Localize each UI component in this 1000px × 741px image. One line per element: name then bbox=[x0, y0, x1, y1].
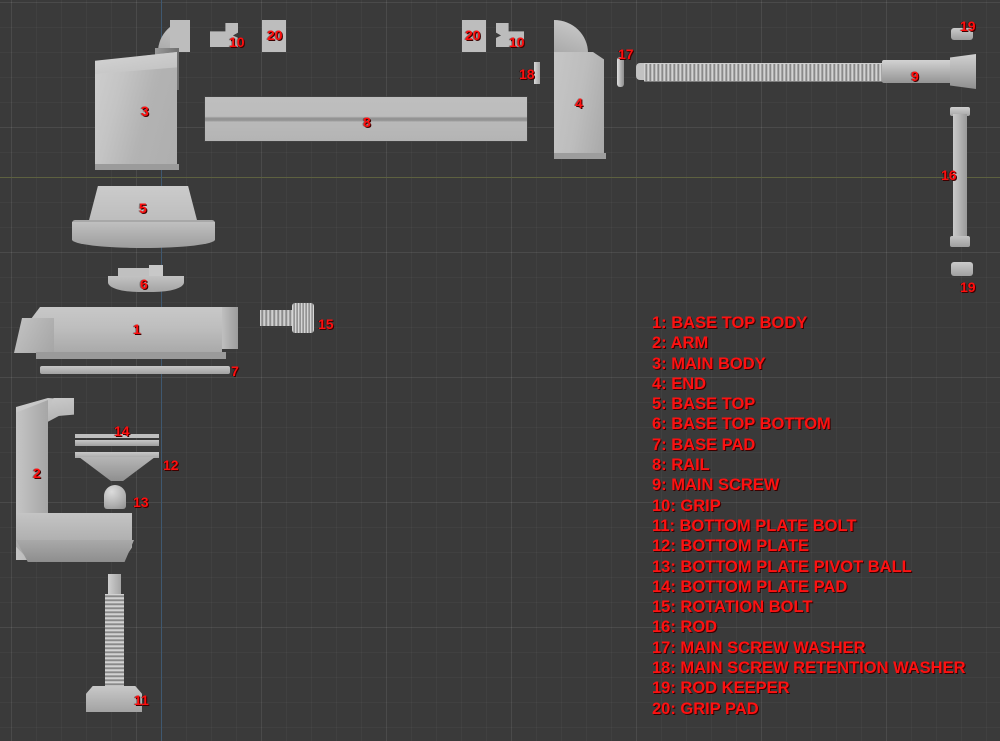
part-bottom-plate-bolt-tip bbox=[108, 574, 121, 596]
part-rotation-bolt-knob[interactable] bbox=[292, 303, 314, 333]
part-base-top-body-left bbox=[14, 318, 54, 353]
legend-item-19: 19: ROD KEEPER bbox=[652, 679, 790, 698]
callout-16: 16 bbox=[941, 167, 957, 183]
legend-item-7: 7: BASE PAD bbox=[652, 435, 756, 454]
part-main-body-foot bbox=[95, 164, 179, 170]
part-base-top-bottom[interactable] bbox=[108, 276, 184, 292]
part-main-screw-washer[interactable] bbox=[617, 57, 624, 87]
part-grip-pad-right[interactable] bbox=[462, 20, 486, 52]
part-rod-keeper-top[interactable] bbox=[951, 28, 973, 40]
part-rod-cap-top bbox=[950, 107, 970, 116]
callout-8: 8 bbox=[363, 114, 371, 130]
callout-20-left: 20 bbox=[267, 27, 283, 43]
part-base-top-bottom-tab bbox=[149, 265, 163, 279]
legend-item-4: 4: END bbox=[652, 374, 707, 393]
legend-item-3: 3: MAIN BODY bbox=[652, 354, 766, 373]
callout-7: 7 bbox=[231, 363, 239, 379]
callout-4: 4 bbox=[575, 95, 583, 111]
callout-1: 1 bbox=[133, 321, 141, 337]
part-end-foot bbox=[554, 153, 606, 159]
legend-item-12: 12: BOTTOM PLATE bbox=[652, 537, 810, 556]
legend-item-5: 5: BASE TOP bbox=[652, 395, 756, 414]
callout-10-left: 10 bbox=[229, 34, 245, 50]
parts-legend: 1: BASE TOP BODY 2: ARM 3: MAIN BODY 4: … bbox=[652, 313, 966, 719]
callout-5: 5 bbox=[139, 200, 147, 216]
part-rod[interactable] bbox=[953, 114, 967, 238]
part-arm-bevel bbox=[16, 540, 134, 562]
part-grip-pad-left[interactable] bbox=[262, 20, 286, 52]
part-main-screw-tip bbox=[636, 63, 645, 80]
axis-line-y bbox=[0, 177, 1000, 178]
legend-item-20: 20: GRIP PAD bbox=[652, 699, 759, 718]
part-base-top[interactable] bbox=[88, 186, 198, 224]
callout-10-right: 10 bbox=[509, 34, 525, 50]
part-base-top-body-under bbox=[36, 352, 226, 359]
legend-item-11: 11: BOTTOM PLATE BOLT bbox=[652, 516, 857, 535]
part-base-pad[interactable] bbox=[40, 366, 230, 374]
legend-item-6: 6: BASE TOP BOTTOM bbox=[652, 415, 831, 434]
part-rod-cap-bottom bbox=[950, 236, 970, 247]
part-main-screw-retention-washer[interactable] bbox=[534, 62, 540, 84]
part-base-top-body[interactable] bbox=[22, 307, 222, 353]
part-main-screw-thread[interactable] bbox=[644, 63, 884, 82]
part-main-screw-shank[interactable] bbox=[882, 60, 954, 83]
part-main-body-jaw-face[interactable] bbox=[170, 20, 190, 52]
legend-item-8: 8: RAIL bbox=[652, 456, 710, 475]
legend-item-15: 15: ROTATION BOLT bbox=[652, 598, 813, 617]
part-bottom-plate[interactable] bbox=[79, 457, 155, 481]
legend-item-2: 2: ARM bbox=[652, 334, 709, 353]
legend-item-16: 16: ROD bbox=[652, 618, 718, 637]
part-rod-keeper-bottom[interactable] bbox=[951, 262, 973, 276]
part-base-top-flange[interactable] bbox=[72, 222, 215, 248]
callout-12: 12 bbox=[163, 457, 179, 473]
callout-20-right: 20 bbox=[465, 27, 481, 43]
part-main-screw-head[interactable] bbox=[950, 54, 976, 89]
part-bottom-plate-pad[interactable] bbox=[75, 440, 159, 446]
callout-6: 6 bbox=[140, 276, 148, 292]
legend-item-14: 14: BOTTOM PLATE PAD bbox=[652, 577, 848, 596]
callout-3: 3 bbox=[141, 103, 149, 119]
legend-item-18: 18: MAIN SCREW RETENTION WASHER bbox=[652, 659, 966, 678]
part-bottom-plate-rim bbox=[75, 452, 159, 458]
legend-item-13: 13: BOTTOM PLATE PIVOT BALL bbox=[652, 557, 912, 576]
part-base-top-body-boss bbox=[222, 307, 238, 349]
callout-9: 9 bbox=[911, 68, 919, 84]
part-bottom-plate-pad-top bbox=[75, 434, 159, 438]
part-rotation-bolt-thread[interactable] bbox=[260, 310, 294, 326]
callout-14: 14 bbox=[114, 423, 130, 439]
part-end-jaw[interactable] bbox=[554, 20, 588, 53]
part-rail[interactable] bbox=[205, 97, 527, 141]
part-bottom-plate-pivot-ball[interactable] bbox=[104, 485, 126, 509]
callout-11: 11 bbox=[134, 692, 149, 708]
part-bottom-plate-bolt-thread[interactable] bbox=[105, 594, 124, 688]
callout-17: 17 bbox=[618, 46, 634, 62]
legend-item-10: 10: GRIP bbox=[652, 496, 721, 515]
callout-19-bottom: 19 bbox=[960, 279, 976, 295]
callout-2: 2 bbox=[33, 465, 41, 481]
callout-15: 15 bbox=[318, 316, 334, 332]
callout-13: 13 bbox=[133, 494, 149, 510]
part-end[interactable] bbox=[554, 52, 604, 158]
callout-19-top: 19 bbox=[960, 18, 976, 34]
legend-item-17: 17: MAIN SCREW WASHER bbox=[652, 638, 866, 657]
legend-item-9: 9: MAIN SCREW bbox=[652, 476, 780, 495]
legend-item-1: 1: BASE TOP BODY bbox=[652, 314, 808, 332]
part-bottom-plate-bolt-head[interactable] bbox=[86, 686, 142, 712]
callout-18: 18 bbox=[519, 66, 535, 82]
